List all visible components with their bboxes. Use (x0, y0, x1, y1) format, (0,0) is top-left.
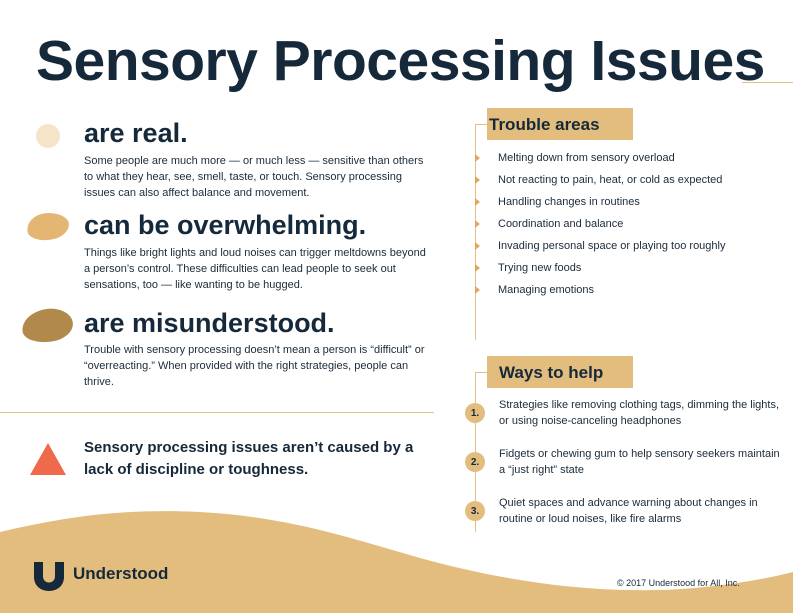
page-title: Sensory Processing Issues (36, 29, 765, 93)
light-dot-icon (36, 124, 60, 148)
list-item-text: Invading personal space or playing too r… (498, 240, 726, 252)
list-item: Melting down from sensory overload (475, 147, 775, 169)
copyright-text: © 2017 Understood for All, Inc. (617, 578, 740, 588)
section-divider (0, 412, 434, 413)
section-text-overwhelming: Things like bright lights and loud noise… (84, 247, 426, 291)
callout-text: Sensory processing issues aren’t caused … (84, 439, 414, 478)
list-item: Not reacting to pain, heat, or cold as e… (475, 169, 775, 191)
section-text-misunderstood: Trouble with sensory processing doesn’t … (84, 344, 425, 388)
list-item: Managing emotions (475, 279, 775, 301)
arrow-bullet-icon (475, 286, 480, 294)
step-number-badge: 1. (465, 403, 485, 423)
help-item-text: Strategies like removing clothing tags, … (499, 399, 780, 427)
list-item-text: Trying new foods (498, 262, 582, 274)
section-heading-overwhelming: can be overwhelming. (84, 210, 367, 240)
help-item-text: Fidgets or chewing gum to help sensory s… (499, 448, 780, 476)
arrow-bullet-icon (475, 198, 480, 206)
footer-wave (0, 511, 793, 613)
arrow-bullet-icon (475, 264, 480, 272)
list-item: Trying new foods (475, 257, 775, 279)
trouble-areas-heading: Trouble areas (487, 108, 633, 140)
brand-name: Understood (73, 564, 169, 583)
list-item-text: Not reacting to pain, heat, or cold as e… (498, 174, 723, 186)
trouble-areas-list: Melting down from sensory overload Not r… (475, 147, 775, 301)
medium-blob-icon (25, 210, 71, 243)
list-item-text: Handling changes in routines (498, 196, 640, 208)
dark-blob-icon (19, 305, 76, 346)
title-rule (742, 82, 793, 83)
arrow-bullet-icon (475, 154, 480, 162)
arrow-bullet-icon (475, 242, 480, 250)
step-number-badge: 3. (465, 501, 485, 521)
ways-to-help-heading: Ways to help (487, 356, 633, 388)
arrow-bullet-icon (475, 176, 480, 184)
list-item: Coordination and balance (475, 213, 775, 235)
arrow-bullet-icon (475, 220, 480, 228)
section-heading-real: are real. (84, 118, 188, 148)
warning-triangle-icon (30, 443, 66, 475)
step-number-badge: 2. (465, 452, 485, 472)
list-item-text: Melting down from sensory overload (498, 152, 675, 164)
list-item-text: Coordination and balance (498, 218, 624, 230)
help-item-text: Quiet spaces and advance warning about c… (499, 497, 758, 525)
list-item: Invading personal space or playing too r… (475, 235, 775, 257)
section-text-real: Some people are much more — or much less… (84, 155, 424, 199)
trouble-areas-connector (475, 124, 487, 125)
section-heading-misunderstood: are misunderstood. (84, 308, 335, 338)
list-item: Handling changes in routines (475, 191, 775, 213)
list-item-text: Managing emotions (498, 284, 595, 296)
understood-logo-icon (34, 562, 64, 591)
ways-to-help-connector (475, 372, 487, 373)
trouble-areas-line (475, 124, 476, 340)
